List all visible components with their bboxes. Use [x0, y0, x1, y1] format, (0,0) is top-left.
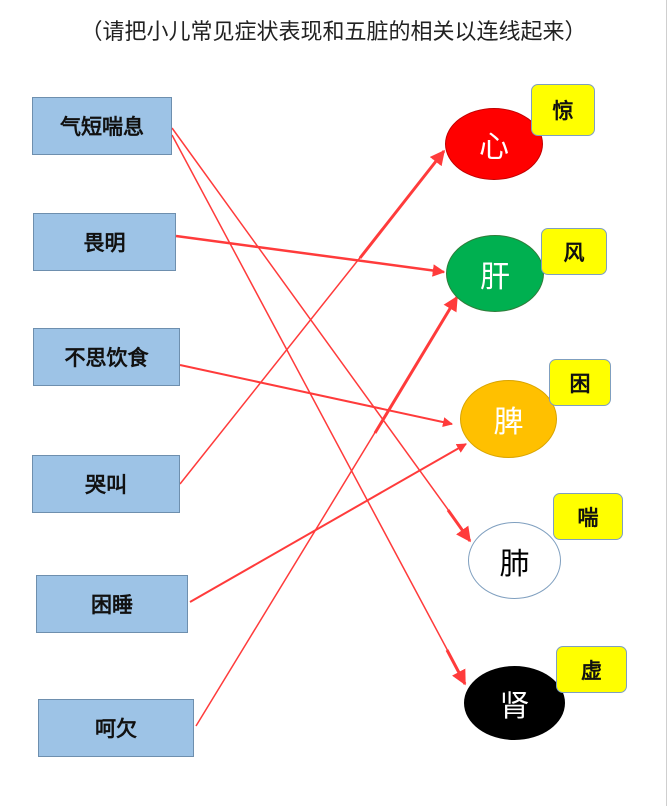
connection-arrow	[358, 149, 446, 259]
tag-label: 喘	[577, 504, 599, 530]
symptom-box-drowsy: 困睡	[36, 575, 188, 633]
organ-label: 肾	[499, 689, 530, 724]
connection-line	[171, 134, 466, 684]
symptom-label: 呵欠	[95, 716, 137, 741]
connection-line	[175, 234, 446, 277]
tag-label: 风	[563, 239, 585, 265]
tag-label: 困	[569, 370, 591, 396]
tag-spleen-sleepy: 困	[549, 359, 611, 406]
connection-line	[189, 443, 467, 603]
organ-label: 肺	[499, 546, 530, 582]
organ-kidney-circle: 肾	[464, 666, 565, 740]
symptom-label: 困睡	[91, 592, 133, 617]
symptom-box-crying: 哭叫	[32, 455, 180, 513]
symptom-box-yawning: 呵欠	[38, 699, 194, 757]
symptom-box-photophobia: 畏明	[33, 213, 176, 271]
organ-lung-circle: 肺	[468, 522, 561, 599]
connection-line	[171, 127, 471, 541]
tag-label: 惊	[552, 98, 574, 123]
connection-arrow	[445, 649, 467, 686]
symptom-label: 不思饮食	[64, 345, 149, 370]
tag-heart-fright: 惊	[531, 84, 595, 136]
connection-arrow	[373, 295, 459, 434]
symptom-label: 畏明	[83, 230, 126, 255]
tag-lung-pant: 喘	[553, 493, 623, 540]
page-title: （请把小儿常见症状表现和五脏的相关以连线起来）	[80, 20, 587, 45]
organ-liver-circle: 肝	[446, 235, 544, 312]
tag-kidney-deficiency: 虚	[556, 646, 627, 693]
symptom-label: 哭叫	[85, 472, 127, 497]
symptom-box-no-appetite: 不思饮食	[33, 328, 180, 386]
organ-spleen-circle: 脾	[460, 380, 557, 458]
organ-heart-circle: 心	[445, 108, 543, 180]
organ-label: 脾	[493, 405, 524, 440]
symptom-box-shortness-of-breath: 气短喘息	[32, 97, 172, 155]
tag-label: 虚	[581, 657, 602, 683]
tag-liver-wind: 风	[541, 228, 607, 275]
connection-line	[179, 364, 453, 427]
symptom-label: 气短喘息	[60, 114, 144, 139]
organ-label: 心	[479, 130, 509, 165]
connection-arrow	[446, 509, 472, 543]
organ-label: 肝	[480, 259, 510, 295]
